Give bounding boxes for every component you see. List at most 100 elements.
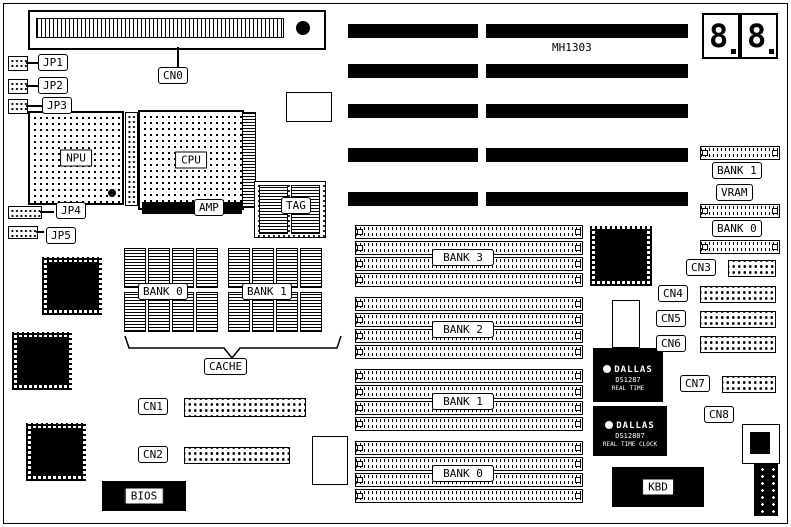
board-outline [3, 3, 788, 524]
jp2-label: JP2 [38, 77, 68, 94]
digit-value: 8 [709, 17, 729, 55]
jp3-jumper-block [8, 99, 28, 114]
isa-slot-segment [486, 192, 688, 206]
jp3-label: JP3 [42, 97, 72, 114]
component-outline [312, 436, 348, 485]
jp4-jumper-block [8, 206, 42, 219]
jp1-jumper-block [8, 56, 28, 71]
power-connector [754, 464, 778, 516]
cache-chip [300, 248, 322, 288]
cn8-connector-key [750, 432, 770, 454]
cn3-label: CN3 [686, 259, 716, 276]
cache-chip [252, 248, 274, 288]
simm-slot [355, 417, 583, 431]
cn0-label: CN0 [158, 67, 188, 84]
cn2-label: CN2 [138, 446, 168, 463]
cache-chip [196, 292, 218, 332]
npu-pin1-dot [108, 189, 116, 197]
cn5-label: CN5 [656, 310, 686, 327]
npu-label: NPU [60, 149, 92, 167]
cn3-header [728, 260, 776, 277]
decimal-point [731, 49, 736, 54]
bank2-label: BANK 2 [432, 321, 494, 338]
isa-slot-segment [486, 104, 688, 118]
cache-bank0-label: BANK 0 [138, 283, 188, 300]
cn1-header [184, 398, 306, 417]
jp2-jumper-block [8, 79, 28, 94]
jp3-pointer-line [26, 105, 42, 107]
cache-chip [228, 248, 250, 288]
cn0-pointer-line [177, 47, 179, 67]
tag-label: TAG [281, 197, 311, 214]
amp-connector [142, 202, 242, 214]
cn4-header [700, 286, 776, 303]
vram-socket [700, 240, 780, 254]
isa-slot-segment [486, 64, 688, 78]
bank3-label: BANK 3 [432, 249, 494, 266]
rtc-part: DS12887 [615, 432, 645, 440]
dallas-logo-icon [603, 365, 612, 373]
simm-slot [355, 273, 583, 287]
isa-slot-segment [348, 104, 478, 118]
rtc-subtitle: REAL TIME CLOCK [602, 441, 658, 448]
cache-chip [124, 292, 146, 332]
cache-chip [124, 248, 146, 288]
jp1-label: JP1 [38, 54, 68, 71]
jp5-pointer-line [36, 231, 44, 233]
cache-chip [228, 292, 250, 332]
oscillator-outline [286, 92, 332, 122]
bios-label: BIOS [124, 487, 164, 505]
cpu-label: CPU [175, 151, 207, 169]
jp5-jumper-block [8, 226, 38, 239]
cpu-left-pin-strip [125, 112, 138, 206]
jp2-pointer-line [26, 85, 38, 87]
digit-value: 8 [747, 17, 767, 55]
vram-label: VRAM [716, 184, 753, 201]
chipset-qfp [42, 257, 102, 315]
cn7-label: CN7 [680, 375, 710, 392]
amp-label: AMP [194, 199, 224, 216]
bios-chip: BIOS [102, 481, 186, 511]
vram-socket [700, 204, 780, 218]
bank1-label: BANK 1 [432, 393, 494, 410]
board-model-text: MH1303 [552, 41, 592, 54]
simm-slot [355, 369, 583, 383]
jp4-label: JP4 [56, 202, 86, 219]
simm-slot [355, 441, 583, 455]
cache-chip [148, 248, 170, 288]
cn4-label: CN4 [658, 285, 688, 302]
isa-slot-segment [348, 192, 478, 206]
simm-slot [355, 489, 583, 503]
chipset-qfp [26, 423, 86, 481]
rtc-brand-row: DALLAS [603, 357, 653, 376]
dallas-logo-icon [605, 421, 614, 429]
jp4-pointer-line [40, 211, 54, 213]
simm-slot [355, 225, 583, 239]
jp5-label: JP5 [46, 227, 76, 244]
isa-slot-segment [348, 64, 478, 78]
rtc-brand: DALLAS [616, 421, 655, 431]
chipset-qfp [590, 226, 652, 286]
bank0-label: BANK 0 [432, 465, 494, 482]
cn6-label: CN6 [656, 335, 686, 352]
vram-bank1-label: BANK 1 [712, 162, 762, 179]
cn2-header [184, 447, 290, 464]
rtc-brand: DALLAS [614, 365, 653, 375]
seven-segment-digit: 8 [740, 13, 778, 59]
cache-brace [124, 335, 342, 360]
cache-chip [300, 292, 322, 332]
cn0-key-dot [296, 21, 310, 35]
rtc-subtitle: REAL TIME [611, 385, 645, 392]
component-outline [612, 300, 640, 348]
cn8-label: CN8 [704, 406, 734, 423]
cn1-label: CN1 [138, 398, 168, 415]
dallas-rtc-chip: DALLAS DS1287 REAL TIME [593, 348, 663, 402]
cn7-header [722, 376, 776, 393]
rtc-brand-row: DALLAS [605, 413, 655, 432]
cache-chip [172, 248, 194, 288]
seven-segment-digit: 8 [702, 13, 740, 59]
cn6-header [700, 336, 776, 353]
kbd-label: KBD [642, 478, 674, 496]
cn0-pin-row [36, 18, 284, 38]
dallas-rtc-chip: DALLAS DS12887 REAL TIME CLOCK [593, 406, 667, 456]
